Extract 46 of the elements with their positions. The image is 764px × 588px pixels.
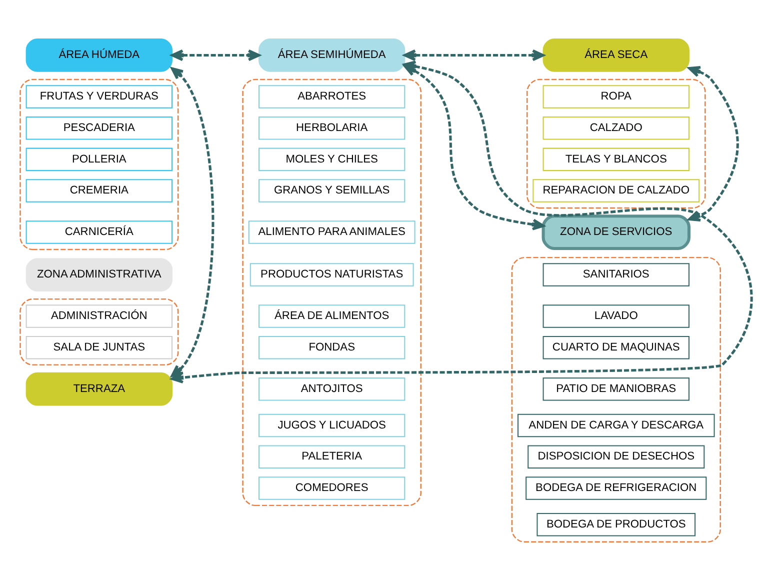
node-box: BODEGA DE PRODUCTOS bbox=[536, 512, 696, 536]
node-box: SALA DE JUNTAS bbox=[26, 335, 172, 359]
node-box: HERBOLARIA bbox=[258, 116, 406, 140]
node-box: TERRAZA bbox=[26, 372, 172, 406]
node-box: ÁREA HÚMEDA bbox=[26, 38, 172, 72]
node-box: ABARROTES bbox=[258, 84, 406, 108]
node-box: DISPOSICION DE DESECHOS bbox=[528, 444, 705, 468]
node-box: PESCADERIA bbox=[26, 116, 172, 140]
node-box: ROPA bbox=[542, 84, 690, 108]
arrow bbox=[171, 48, 260, 61]
node-box: JUGOS Y LICUADOS bbox=[258, 413, 406, 437]
node-box: POLLERIA bbox=[26, 147, 172, 171]
cluster bbox=[511, 256, 721, 542]
node-box: COMEDORES bbox=[258, 476, 406, 500]
node-box: PALETERIA bbox=[258, 444, 406, 468]
node-box: ÁREA DE ALIMENTOS bbox=[258, 304, 406, 328]
node-box: MOLES Y CHILES bbox=[258, 147, 406, 171]
node-box: CALZADO bbox=[542, 116, 690, 140]
node-box: CREMERIA bbox=[26, 178, 172, 202]
node-box: ANDEN DE CARGA Y DESCARGA bbox=[517, 413, 715, 437]
node-box: ALIMENTO PARA ANIMALES bbox=[248, 220, 416, 244]
node-box: ÁREA SEMIHÚMEDA bbox=[258, 38, 406, 72]
arrow bbox=[404, 48, 544, 61]
node-box: FONDAS bbox=[258, 335, 406, 359]
cluster bbox=[20, 78, 179, 250]
node-box: SANITARIOS bbox=[542, 262, 690, 286]
node-box: ZONA ADMINISTRATIVA bbox=[26, 258, 172, 291]
arrow bbox=[170, 66, 214, 377]
arrow bbox=[688, 66, 739, 221]
node-box: PRODUCTOS NATURISTAS bbox=[250, 262, 414, 286]
node-box: PATIO DE MANIOBRAS bbox=[542, 376, 690, 400]
node-box: REPARACION DE CALZADO bbox=[532, 178, 700, 202]
node-box: FRUTAS Y VERDURAS bbox=[26, 84, 172, 108]
node-box: ADMINISTRACIÓN bbox=[26, 304, 172, 328]
node-box: ZONA DE SERVICIOS bbox=[542, 214, 690, 250]
node-box: ÁREA SECA bbox=[542, 38, 690, 72]
node-box: GRANOS Y SEMILLAS bbox=[258, 178, 406, 202]
cluster bbox=[242, 78, 422, 506]
node-box: LAVADO bbox=[542, 304, 690, 328]
node-box: ANTOJITOS bbox=[258, 376, 406, 400]
node-box: BODEGA DE REFRIGERACION bbox=[526, 476, 707, 500]
cluster bbox=[20, 298, 179, 365]
node-box: CUARTO DE MAQUINAS bbox=[542, 335, 690, 359]
node-box: TELAS Y BLANCOS bbox=[542, 147, 690, 171]
node-box: CARNICERÍA bbox=[26, 220, 172, 244]
cluster bbox=[526, 78, 706, 208]
